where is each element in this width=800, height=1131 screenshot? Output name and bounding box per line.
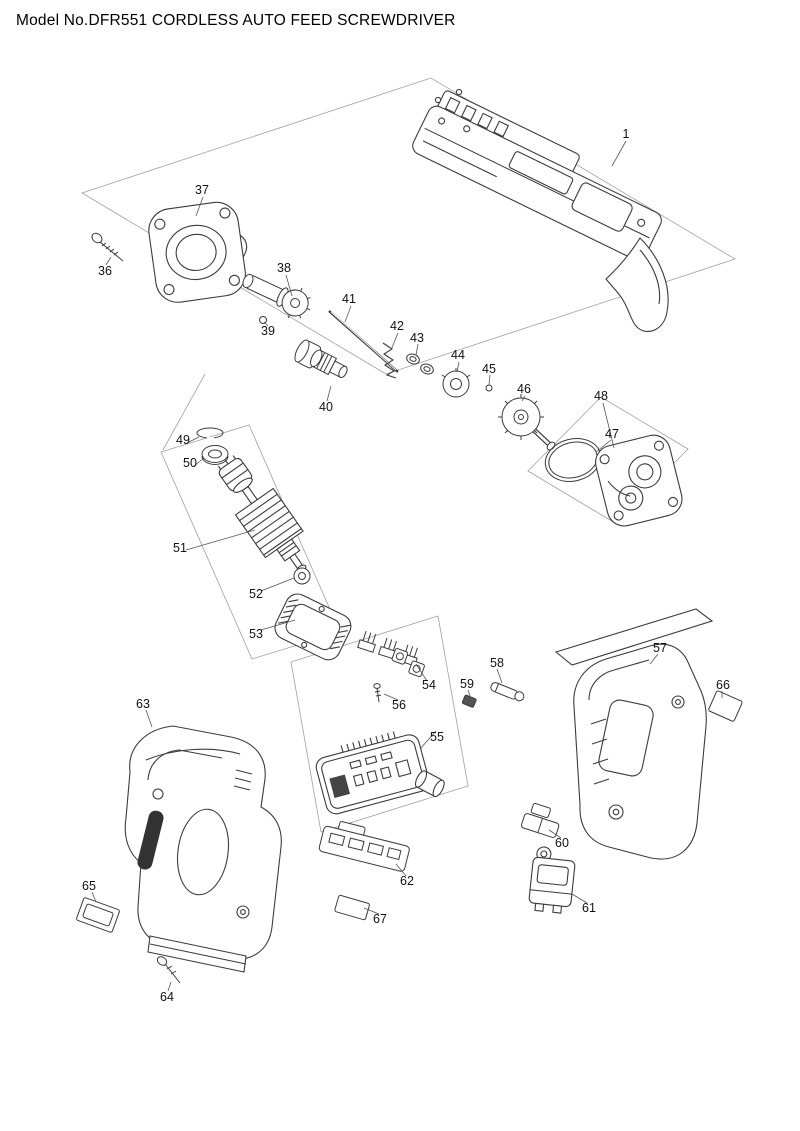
part-63-motor-housing-left [124,725,282,973]
part-60-connector [520,802,560,838]
part-50-bearing [201,445,229,465]
part-38-spindle-gear [242,273,311,319]
part-41-shaft-rod [328,310,399,373]
part-57-motor-housing-right [554,608,714,860]
part-54-pin-terminals [357,630,418,667]
part-40-clutch [294,339,348,378]
part-59-block [461,694,477,708]
part-55-controller [315,731,445,815]
part-62-terminal-plate [318,821,410,872]
part-58-lever [490,682,525,702]
part-51-armature [217,455,307,574]
part-48-end-bracket [595,434,683,527]
parts-artwork [76,88,743,984]
part-65-plate [76,897,120,933]
part-64-screw [156,956,181,984]
part-49-snap-ring [196,427,224,440]
part-54-brush-holder [391,648,425,678]
part-67-pad [334,894,370,921]
part-45-ball [485,384,493,392]
part-43-rings [406,353,434,375]
part-36-screw [91,232,124,262]
leader-lines [91,140,723,992]
part-56-screw [373,683,382,703]
part-61-switch [528,846,576,914]
part-52-bearing [293,567,311,585]
part-44-retainer [441,368,471,398]
part-37-gear-housing [148,201,248,303]
part-66-label-plate [708,690,743,722]
capacitor [414,770,445,798]
part-1-feeder-unit [412,88,669,332]
part-39-ball [259,316,267,324]
part-53-field [274,593,352,661]
part-46-gear [498,394,556,451]
page-title: Model No.DFR551 CORDLESS AUTO FEED SCREW… [16,12,456,29]
